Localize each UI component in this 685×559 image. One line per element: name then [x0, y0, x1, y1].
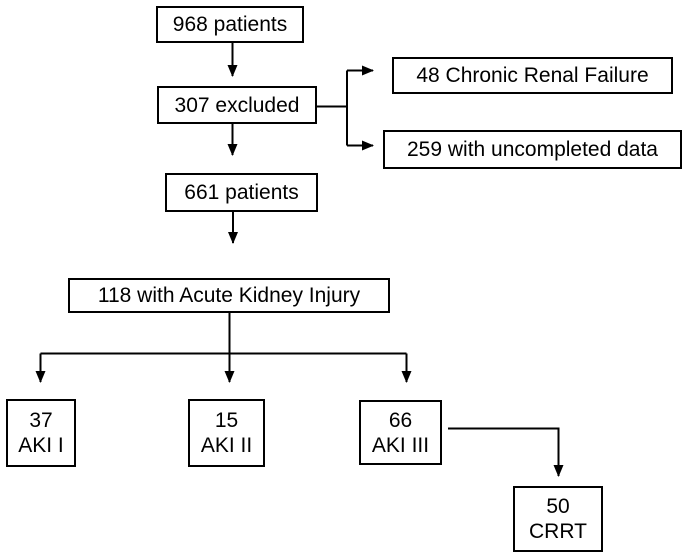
node-uncompleted-data-label: 259 with uncompleted data [406, 138, 658, 161]
node-aki-stage-3: 66 AKI III [359, 400, 442, 465]
node-aki-stage-3-count: 66 [388, 408, 413, 432]
node-chronic-renal-failure: 48 Chronic Renal Failure [392, 57, 673, 94]
node-chronic-renal-failure-label: 48 Chronic Renal Failure [416, 64, 649, 87]
node-aki-stage-2-label: AKI II [200, 434, 253, 457]
node-excluded-label: 307 excluded [174, 93, 300, 117]
arrow-stage-3-to-crrt [448, 427, 564, 477]
node-total-patients-label: 968 patients [172, 13, 288, 36]
node-acute-kidney-injury-label: 118 with Acute Kidney Injury [97, 284, 361, 307]
node-aki-stage-2: 15 AKI II [188, 399, 265, 467]
node-acute-kidney-injury: 118 with Acute Kidney Injury [68, 278, 390, 313]
node-crrt: 50 CRRT [513, 486, 603, 552]
node-remaining-patients: 661 patients [165, 173, 318, 212]
node-excluded: 307 excluded [157, 86, 317, 124]
node-aki-stage-2-count: 15 [214, 409, 239, 432]
node-crrt-label: CRRT [529, 520, 587, 543]
node-aki-stage-3-label: AKI III [371, 433, 430, 457]
node-aki-stage-1: 37 AKI I [6, 399, 76, 467]
node-aki-stage-1-label: AKI I [18, 434, 64, 457]
node-uncompleted-data: 259 with uncompleted data [383, 130, 682, 169]
node-crrt-count: 50 [546, 495, 570, 518]
node-aki-stage-1-count: 37 [29, 409, 53, 432]
node-total-patients: 968 patients [156, 6, 304, 43]
node-remaining-patients-label: 661 patients [184, 181, 299, 204]
